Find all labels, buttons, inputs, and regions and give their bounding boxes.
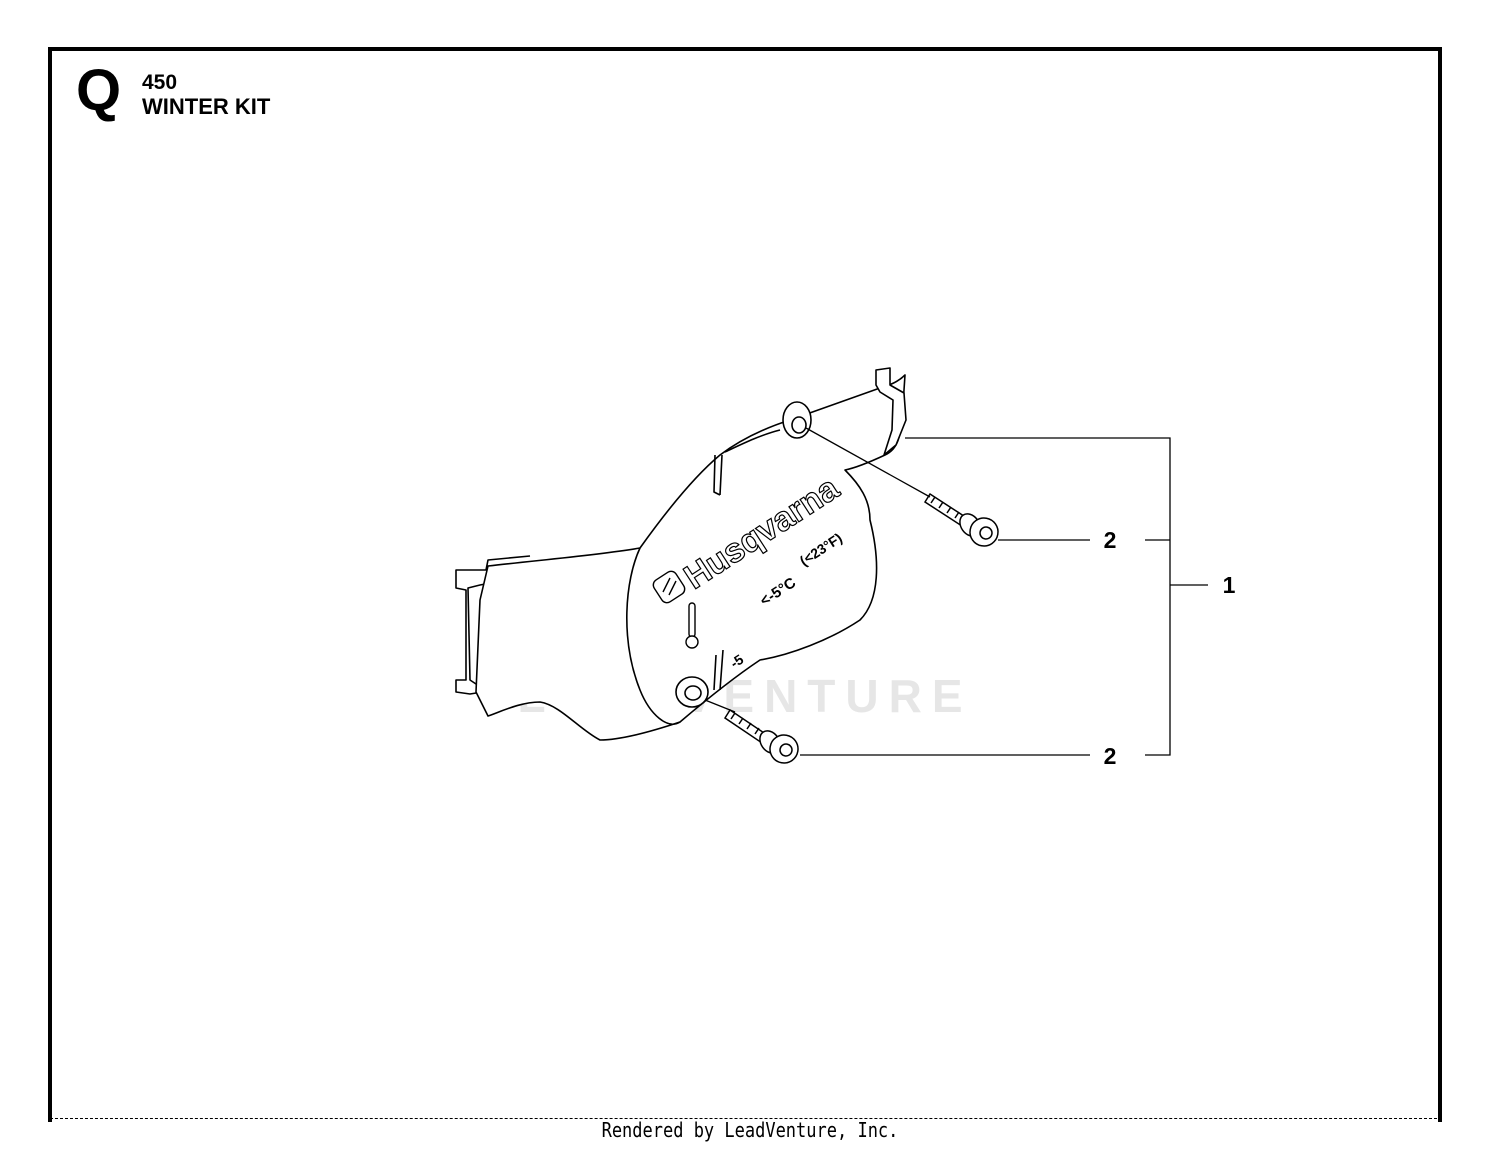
upper-screw [923,492,999,547]
thermometer-icon [685,602,699,649]
leader-lines [704,427,1208,756]
model-number: 450 [142,71,178,94]
husqvarna-logo-icon [652,570,686,604]
page-cut-line [50,1118,1442,1119]
callout-2-lower: 2 [1104,743,1117,769]
drawing-frame [48,47,1442,1122]
bottom-grommet [675,676,709,708]
callout-2-upper: 2 [1104,527,1117,553]
diagram-title: WINTER KIT [142,94,271,119]
callout-1: 1 [1223,572,1236,598]
winter-cover-plate [455,367,907,741]
section-letter: Q [76,58,122,123]
lower-screw [723,708,799,764]
top-grommet [782,401,812,439]
footer-credit: Rendered by LeadVenture, Inc. [601,1118,899,1142]
